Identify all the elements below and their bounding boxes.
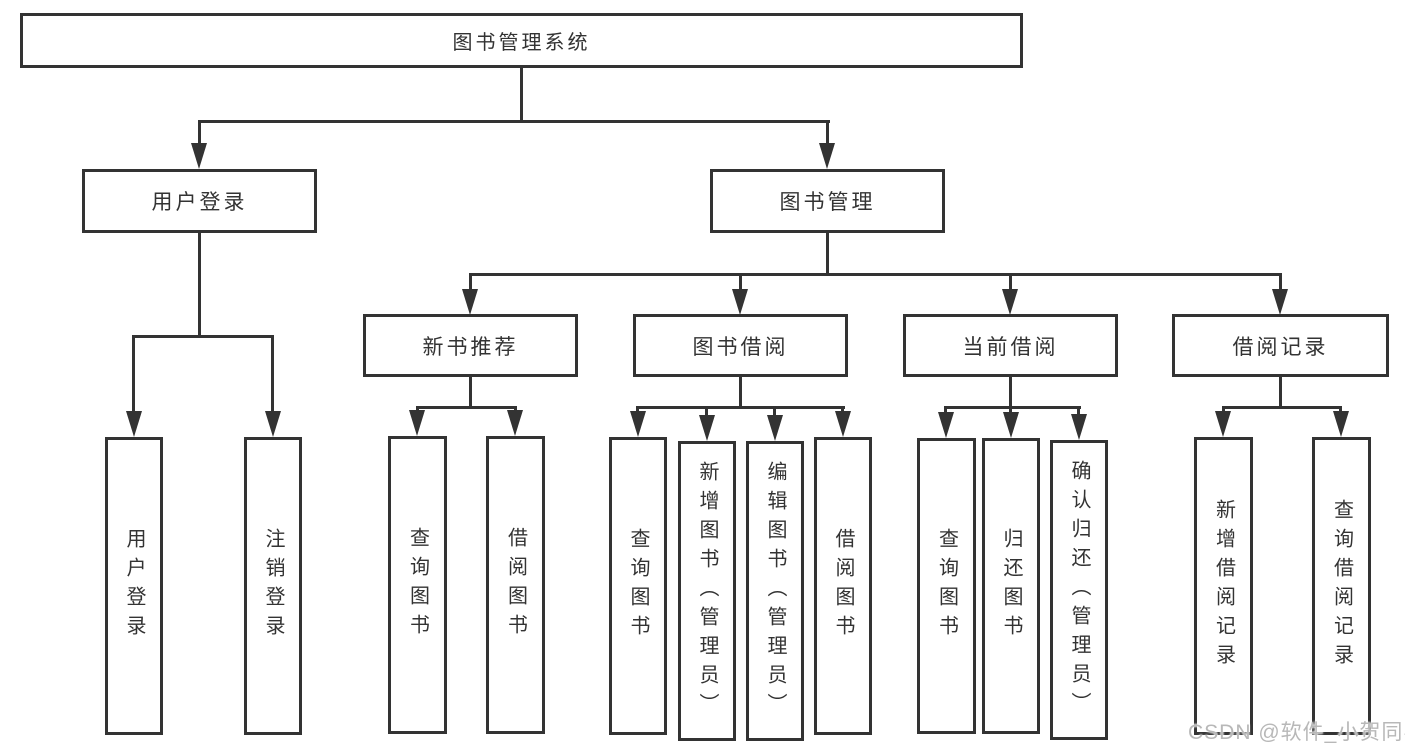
node-label: 借阅记录 — [1232, 335, 1329, 359]
connector-line — [826, 233, 829, 276]
connector-arrow — [507, 410, 523, 436]
leaf-label: 借阅图书 — [504, 527, 527, 643]
connector-arrow — [265, 411, 281, 437]
leaf-label: 新增图书（管理员） — [696, 460, 718, 722]
connector-line — [826, 120, 829, 146]
node-borrowing-records: 借阅记录 — [1172, 314, 1389, 377]
connector-arrow — [732, 289, 748, 315]
connector-line — [1009, 377, 1012, 408]
leaf-borrow-books-borrowing: 借阅图书 — [814, 437, 872, 735]
node-book-borrowing: 图书借阅 — [633, 314, 848, 377]
leaf-add-book-admin: 新增图书（管理员） — [678, 441, 736, 741]
connector-line — [132, 335, 274, 338]
connector-arrow — [767, 415, 783, 441]
connector-line — [520, 68, 523, 121]
leaf-query-books-current: 查询图书 — [917, 438, 976, 734]
connector-line — [739, 273, 742, 291]
leaf-label: 查询图书 — [935, 528, 958, 644]
connector-arrow — [819, 143, 835, 169]
connector-line — [1077, 406, 1080, 418]
leaf-label: 确认归还（管理员） — [1068, 459, 1090, 721]
connector-arrow — [1071, 414, 1087, 440]
leaf-label: 注销登录 — [262, 528, 284, 644]
leaf-borrow-books-recommend: 借阅图书 — [486, 436, 545, 734]
connector-line — [271, 335, 274, 415]
connector-line — [944, 406, 947, 414]
connector-line — [198, 120, 201, 146]
leaf-query-borrow-record: 查询借阅记录 — [1312, 437, 1371, 735]
connector-arrow — [462, 289, 478, 315]
connector-arrow — [835, 411, 851, 437]
connector-line — [469, 377, 472, 408]
connector-arrow — [1002, 289, 1018, 315]
connector-arrow — [1003, 412, 1019, 438]
node-label: 新书推荐 — [422, 335, 519, 359]
connector-arrow — [126, 411, 142, 437]
leaf-query-books-borrowing: 查询图书 — [609, 437, 667, 735]
leaf-confirm-return-admin: 确认归还（管理员） — [1050, 440, 1108, 740]
connector-line — [1222, 406, 1342, 409]
connector-arrow — [938, 412, 954, 438]
connector-line — [1009, 406, 1012, 414]
connector-line — [944, 406, 1081, 409]
leaf-label: 借阅图书 — [832, 528, 854, 644]
leaf-label: 查询图书 — [406, 527, 429, 643]
leaf-query-books-recommend: 查询图书 — [388, 436, 447, 734]
leaf-label: 查询图书 — [627, 528, 649, 644]
leaf-add-borrow-record: 新增借阅记录 — [1194, 437, 1253, 735]
connector-line — [1009, 273, 1012, 291]
connector-line — [416, 406, 517, 409]
connector-arrow — [630, 411, 646, 437]
connector-line — [132, 335, 135, 415]
node-label: 当前借阅 — [962, 335, 1059, 359]
connector-line — [739, 377, 742, 408]
leaf-edit-book-admin: 编辑图书（管理员） — [746, 441, 804, 741]
leaf-label: 新增借阅记录 — [1212, 499, 1235, 673]
connector-line — [198, 120, 830, 123]
node-label: 图书管理 — [779, 191, 876, 214]
connector-arrow — [409, 410, 425, 436]
connector-line — [1279, 273, 1282, 291]
connector-line — [773, 406, 776, 418]
connector-line — [469, 273, 472, 291]
watermark: CSDN @软件_小贺同学 — [1188, 721, 1405, 744]
leaf-logout: 注销登录 — [244, 437, 302, 735]
leaf-user-login: 用户登录 — [105, 437, 163, 735]
node-label: 图书借阅 — [692, 335, 789, 359]
node-new-book-recommend: 新书推荐 — [363, 314, 578, 377]
connector-line — [469, 273, 1281, 276]
connector-line — [1279, 377, 1282, 408]
connector-arrow — [191, 143, 207, 169]
connector-line — [636, 406, 639, 414]
leaf-label: 查询借阅记录 — [1330, 499, 1353, 673]
connector-line — [636, 406, 845, 409]
leaf-return-book: 归还图书 — [982, 438, 1040, 734]
connector-arrow — [1333, 411, 1349, 437]
leaf-label: 用户登录 — [123, 528, 145, 644]
node-book-management: 图书管理 — [710, 169, 945, 233]
leaf-label: 归还图书 — [1000, 528, 1022, 644]
node-root: 图书管理系统 — [20, 13, 1023, 68]
node-user-login: 用户登录 — [82, 169, 317, 233]
leaf-label: 编辑图书（管理员） — [764, 460, 786, 722]
connector-arrow — [699, 415, 715, 441]
node-root-label: 图书管理系统 — [452, 32, 591, 54]
connector-line — [841, 406, 844, 414]
connector-line — [705, 406, 708, 418]
node-label: 用户登录 — [151, 191, 248, 214]
connector-line — [1222, 406, 1225, 414]
connector-line — [198, 233, 201, 335]
node-current-borrowing: 当前借阅 — [903, 314, 1118, 377]
connector-arrow — [1215, 411, 1231, 437]
connector-line — [1339, 406, 1342, 414]
connector-arrow — [1272, 289, 1288, 315]
